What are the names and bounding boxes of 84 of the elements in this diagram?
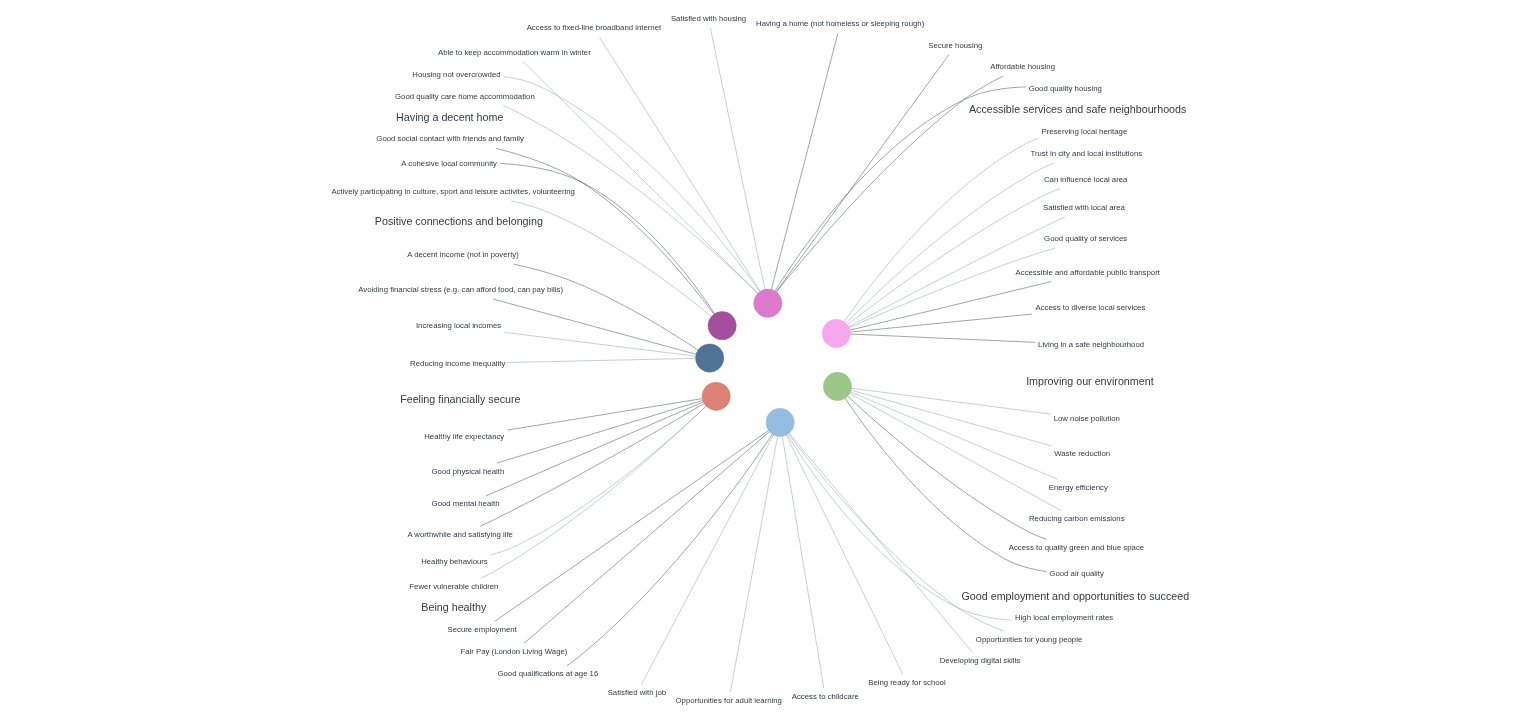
node-text: Living in a safe neighbourhood [1038,339,1145,349]
node-text: Secure housing [928,40,983,50]
node-text: Opportunities for young people [975,634,1083,644]
connector [850,391,1058,480]
node-text: Good social contact with friends and family [376,134,524,144]
node-text: Affordable housing [990,62,1055,72]
connector [480,405,707,579]
connector [848,216,1065,328]
node-text: Having a home (not homeless or sleeping rough) [756,19,925,29]
label: Having a decent home [396,110,504,123]
connector [511,200,712,317]
node-text: Fewer vulnerable children [409,582,499,591]
connector [786,434,903,675]
connector [851,388,1052,415]
node-text: Developing digital skills [939,656,1021,666]
node-text: Healthy behaviours [421,557,488,567]
label: Good employment and opportunities to succeed [961,589,1190,602]
connector [782,436,825,689]
node-text: Satisfied with housing [670,13,747,23]
node-text: Access to fixed-line broadband internet [526,23,662,33]
connector [502,105,758,294]
node-text: Fair Pay (London Living Wage) [460,646,568,656]
node-text: Satisfied with local area [1043,203,1125,213]
node-circle [701,381,731,411]
node-text: Increasing local incomes [415,321,502,331]
connector [641,434,774,685]
node-circle [821,319,851,348]
label: Being healthy [421,601,487,614]
connector [788,433,973,653]
node-text: A worthwhile and satisfying life [407,529,513,539]
node-circle [707,311,737,341]
node-text: Good air quality [1049,569,1104,579]
node-text: Access to quality green and blue space [1008,543,1145,553]
node-text: Good physical health [431,466,505,476]
connector [492,298,697,355]
node-text: Good qualifications at age 16 [497,669,599,679]
label: Improving our environment [1026,374,1154,387]
node-text: Waste reduction [1054,449,1111,459]
connector [730,436,778,693]
node-text: Good quality housing [1028,83,1102,93]
connector [845,162,1055,324]
node-text: Satisfied with job [607,687,667,697]
label: Positive connections and belonging [374,215,543,228]
label: Feeling financially secure [400,393,521,406]
node-text: Access to diverse local services [1035,303,1146,313]
connector [507,358,696,363]
connector [513,263,699,351]
node-text: Housing not overcrowded [412,70,501,80]
node-text: Energy efficiency [1048,482,1108,492]
node-text: Able to keep accommodation warm in winter [438,47,591,57]
node-text: Can influence local area [1043,174,1128,184]
node-text: Access to childcare [791,691,859,701]
node-text: Preserving local heritage [1041,126,1128,136]
node-text: Secure employment [447,625,517,635]
node-circle [823,372,852,401]
node-text: Good mental health [431,499,500,509]
node-text: A cohesive local community [401,159,497,169]
node-text: High local employment rates [1014,613,1114,623]
connector [849,393,1062,511]
node-text: Healthy life expectancy [424,431,505,441]
connector [850,389,1052,447]
node-circle [765,408,795,437]
connector [710,27,766,290]
node-text: Actively participating in culture, sport and leisure activites, volunteering [331,186,575,196]
connector [849,247,1056,328]
connector [843,138,1039,322]
node-text: Avoiding financial stress (e.g. can afford food, can pay bills) [358,285,564,295]
connector [599,37,761,292]
node-text: Low noise pollution [1053,413,1120,423]
node-text: Opportunities for adult learning [675,695,782,705]
node-text: A decent income (not in poverty) [407,250,519,260]
node-text: Being ready for school [868,677,946,687]
connector [847,188,1061,325]
node-text: Reducing carbon emissions [1028,514,1125,524]
node-text: Good quality care home accommodation [395,91,535,101]
node-circle [695,343,725,373]
node-text: Reducing income inequality [410,358,506,368]
label: Accessible services and safe neighbourhoods [968,102,1187,115]
node-text: Trust in city and local institutions [1030,149,1143,159]
node-circle [753,288,783,318]
connector [503,332,696,357]
connector [776,54,950,292]
node-text: Accessible and affordable public transport [1015,267,1160,277]
node-text: Good quality of services [1044,234,1128,244]
